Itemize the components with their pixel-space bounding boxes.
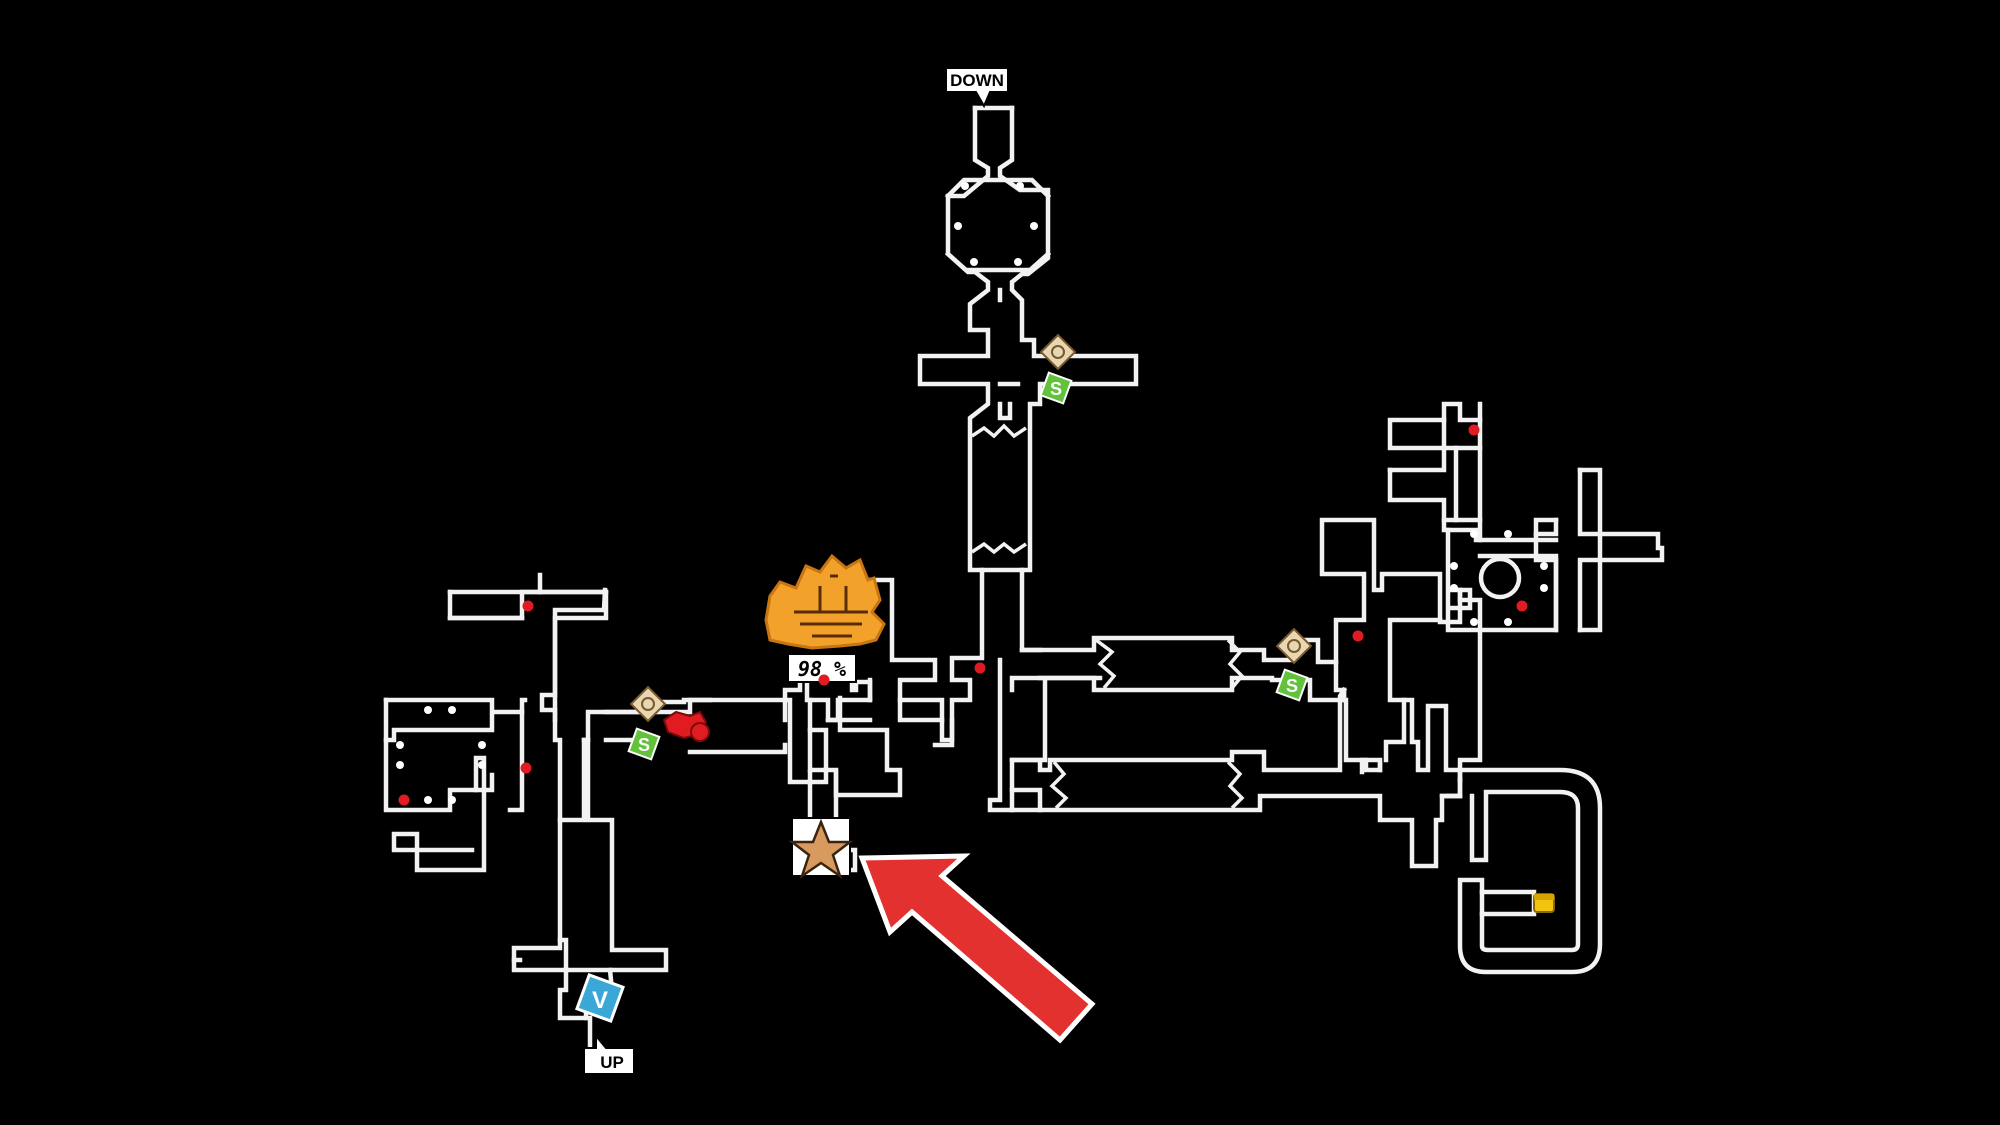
enemy-dot xyxy=(1352,630,1364,642)
pillar-dot xyxy=(478,761,486,769)
central-walls xyxy=(603,567,1103,873)
transfer-point-east[interactable] xyxy=(1275,627,1313,665)
transfer-point-north[interactable] xyxy=(1039,333,1077,371)
enemy-dot xyxy=(1468,424,1480,436)
enemy-dot xyxy=(398,794,410,806)
left-wing-walls xyxy=(383,572,713,1053)
enemy-dots xyxy=(398,424,1528,806)
pillar-dot xyxy=(1504,618,1512,626)
pillar-dot xyxy=(1504,530,1512,538)
shadow-enemy-icon[interactable] xyxy=(662,710,710,742)
pillar-dot xyxy=(1450,562,1458,570)
pillar-dot xyxy=(478,741,486,749)
castle-icon[interactable] xyxy=(764,553,886,650)
pillar-dot xyxy=(1470,530,1478,538)
exit-down-flag[interactable]: DOWN xyxy=(945,67,1009,109)
pillar-dot xyxy=(1014,258,1022,266)
pillar-dot xyxy=(424,706,432,714)
enemy-dot xyxy=(1516,600,1528,612)
pillar-dot xyxy=(448,796,456,804)
pillar-dot xyxy=(1450,584,1458,592)
pillar-dot xyxy=(396,741,404,749)
enemy-dot xyxy=(974,662,986,674)
pillar-dot xyxy=(954,222,962,230)
vantage-letter: V xyxy=(592,987,608,1014)
vantage-point-icon[interactable]: V xyxy=(575,973,625,1023)
pillar-dot xyxy=(1540,584,1548,592)
exit-up-flag[interactable]: UP xyxy=(583,1033,635,1075)
safe-room-north[interactable]: S xyxy=(1039,371,1073,405)
arrow-pointer-icon xyxy=(858,853,1096,1044)
pillar-dot xyxy=(448,706,456,714)
safe-room-letter: S xyxy=(1050,379,1062,399)
safe-room-letter: S xyxy=(1286,676,1298,696)
enemy-dot xyxy=(520,762,532,774)
pillar-dot xyxy=(961,182,969,190)
pillar-dot xyxy=(396,761,404,769)
transfer-point-west[interactable] xyxy=(629,685,667,723)
safe-room-west[interactable]: S xyxy=(627,727,661,761)
pillar-dot xyxy=(1470,618,1478,626)
exit-down-label: DOWN xyxy=(950,71,1004,90)
pillar-dot xyxy=(424,796,432,804)
pillar-dot xyxy=(1030,222,1038,230)
pillar-dot xyxy=(1016,182,1024,190)
safe-room-letter: S xyxy=(638,735,650,755)
safe-room-east[interactable]: S xyxy=(1275,668,1309,702)
exit-up-label: UP xyxy=(600,1053,624,1072)
east-corridor-cracks xyxy=(1049,638,1245,810)
pillar-dots xyxy=(396,182,1548,804)
star-icon[interactable] xyxy=(788,817,854,880)
north-spire-cracks xyxy=(971,423,1027,555)
treasure-chest-icon[interactable] xyxy=(1533,893,1555,913)
enemy-dot xyxy=(522,600,534,612)
pillar-dot xyxy=(1540,562,1548,570)
east-corridor-walls xyxy=(1009,517,1483,869)
pillar-dot xyxy=(970,258,978,266)
enemy-dot xyxy=(818,674,830,686)
